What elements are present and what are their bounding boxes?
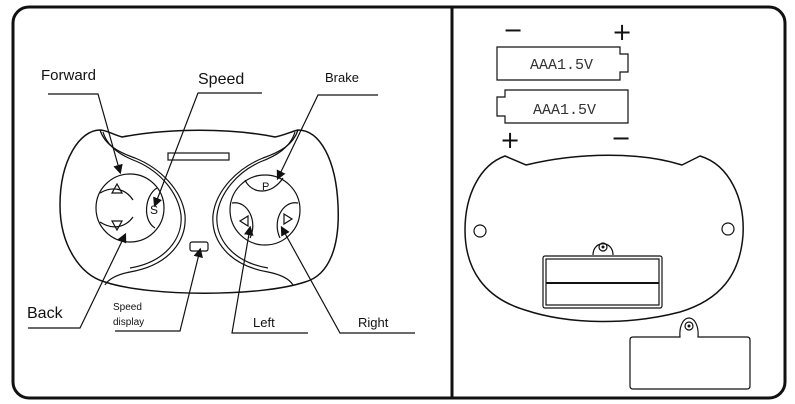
label-speed: Speed	[198, 71, 244, 88]
label-speed-display-1: Speed	[113, 302, 142, 313]
forward-arrow-icon[interactable]	[110, 182, 124, 194]
callouts: Forward Speed Brake Back Speed display L…	[27, 67, 415, 334]
screw-hole-right	[721, 222, 735, 236]
battery-cover	[629, 317, 751, 390]
speed-button-glyph[interactable]: S	[150, 203, 158, 217]
battery-1-positive: +	[612, 18, 632, 46]
controller-back	[464, 154, 744, 323]
battery-1-label: AAA1.5V	[530, 57, 593, 74]
battery-1: AAA1.5V − +	[496, 16, 632, 81]
left-arrow-icon[interactable]	[238, 214, 249, 228]
battery-1-negative: −	[503, 16, 523, 44]
controller-front: S P	[59, 129, 339, 294]
battery-2-label: AAA1.5V	[533, 102, 596, 119]
brake-button-glyph[interactable]: P	[262, 181, 269, 193]
right-arrow-icon[interactable]	[283, 212, 294, 226]
compartment-screw-icon	[598, 242, 608, 252]
label-back: Back	[27, 305, 64, 322]
cover-screw-icon	[684, 321, 694, 331]
screw-hole-left	[473, 224, 487, 238]
outer-frame	[11, 5, 787, 400]
label-speed-display-2: display	[113, 317, 144, 328]
battery-2-positive: +	[500, 126, 520, 154]
speed-display-bar	[167, 152, 230, 161]
back-arrow-icon[interactable]	[110, 220, 124, 232]
label-left: Left	[253, 315, 275, 330]
speed-display-indicator	[189, 241, 209, 252]
battery-2-negative: −	[611, 124, 631, 152]
left-button-pad	[95, 173, 165, 243]
battery-compartment	[542, 255, 663, 309]
right-button-pad	[229, 174, 301, 246]
label-forward: Forward	[41, 67, 96, 84]
label-right: Right	[358, 315, 389, 330]
battery-2: AAA1.5V + −	[496, 89, 631, 154]
label-brake: Brake	[325, 70, 359, 85]
